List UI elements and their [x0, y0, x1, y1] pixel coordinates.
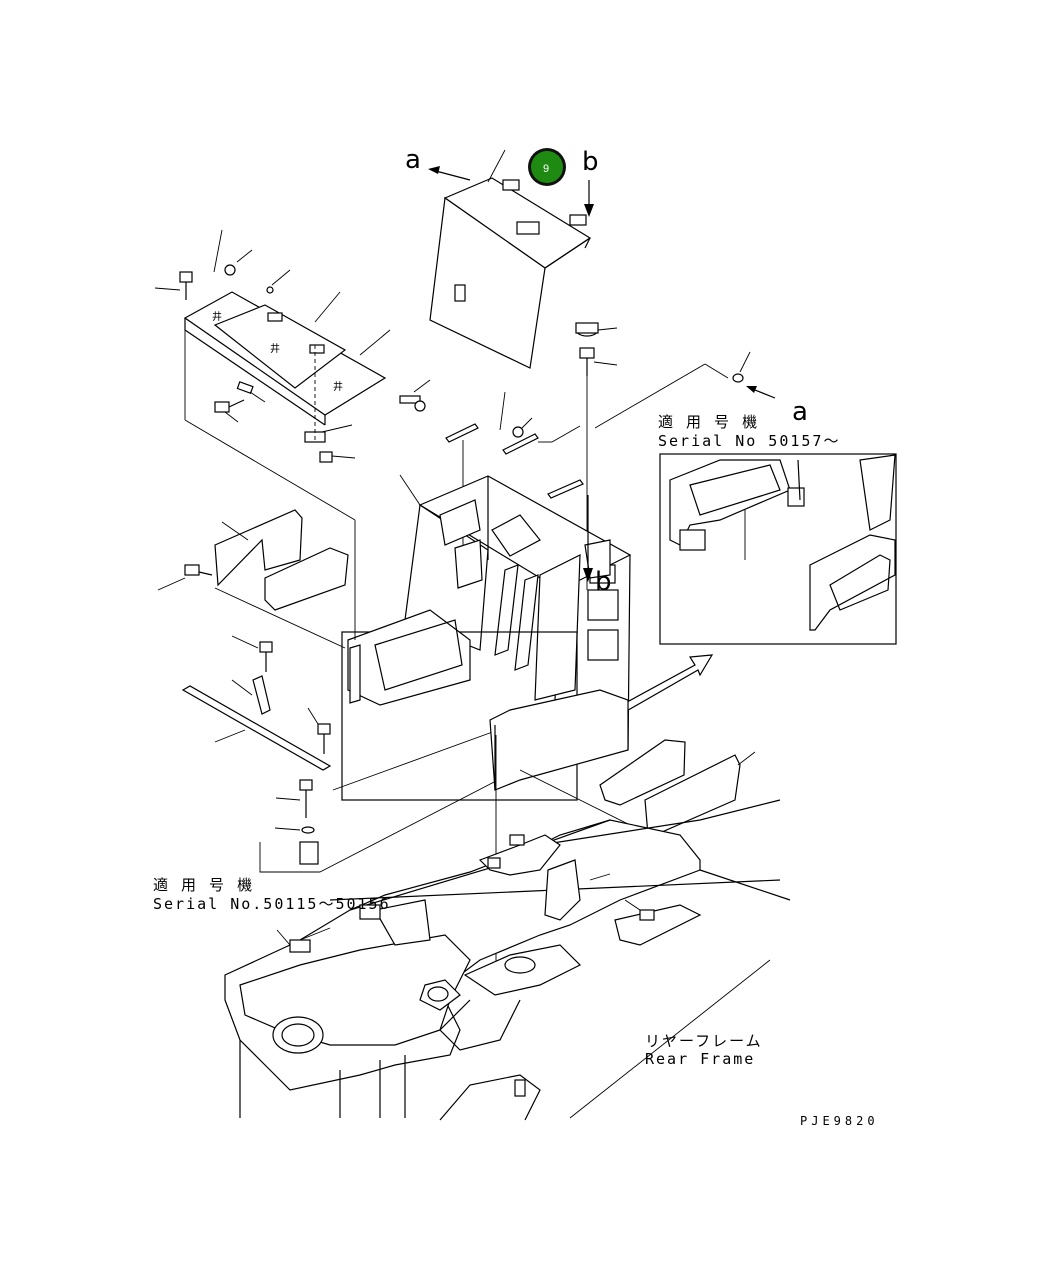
view-label-b-top: b — [582, 147, 599, 177]
svg-text:井: 井 — [212, 310, 222, 323]
inset-top: 適 用 号 機 Serial No 50157～ — [658, 413, 897, 645]
rear-frame — [224, 799, 791, 1121]
side-panel-inner — [347, 609, 471, 706]
drawing-code: PJE9820 — [800, 1114, 879, 1128]
view-label-a-right: a — [792, 397, 808, 427]
svg-text:井: 井 — [333, 380, 343, 393]
view-label-b-center: b — [595, 567, 612, 597]
view-arrow-b-top: b — [582, 147, 599, 217]
bracket-bar-left — [181, 635, 499, 873]
side-cover-left — [157, 330, 356, 649]
inset-top-serial: Serial No 50157～ — [658, 432, 840, 450]
washer-right: a — [594, 351, 808, 429]
rubber-strips — [445, 391, 584, 560]
view-arrow-a-top: a — [405, 145, 471, 181]
inset-bottom-serial: Serial No.50115～50156 — [153, 895, 391, 913]
item-badge-number: 9 — [543, 163, 549, 175]
rear-frame-labels: リヤーフレーム Rear Frame — [645, 1032, 763, 1068]
item-badge[interactable]: 9 — [528, 148, 566, 186]
top-cover-panel — [429, 149, 592, 369]
inset-top-applicable: 適 用 号 機 — [658, 413, 759, 431]
side-cover-right — [489, 689, 756, 970]
view-label-a-top: a — [405, 145, 421, 175]
plate-assembly: 井 井 井 — [154, 229, 431, 463]
rear-frame-label-jp: リヤーフレーム — [645, 1032, 763, 1050]
cabinet-box — [399, 474, 632, 751]
svg-text:井: 井 — [270, 342, 280, 355]
rear-frame-label-en: Rear Frame — [645, 1050, 755, 1068]
inset-bottom-labels: 適 用 号 機 Serial No.50115～50156 — [153, 876, 391, 913]
view-arrow-b-center: b — [583, 495, 612, 597]
inset-bottom-applicable: 適 用 号 機 — [153, 876, 254, 894]
